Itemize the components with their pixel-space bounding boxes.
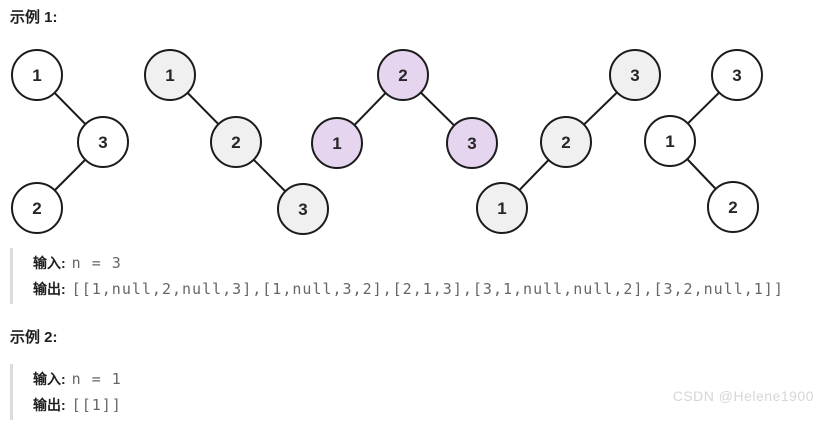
tree-node [644,115,696,167]
input-value: n = 1 [71,370,122,388]
tree-1-null-3-2: 1 2 3 [144,49,329,235]
input-value: n = 3 [71,254,122,272]
tree-node-label: 1 [165,66,174,85]
tree-1-null-2-null-3: 1 3 2 [11,49,129,234]
csdn-watermark: CSDN @Helene1900 [672,388,814,404]
input-label: 输入: [33,371,66,387]
output-value: [[1,null,2,null,3],[1,null,3,2],[2,1,3],… [71,280,784,298]
tree-2-1-3: 2 1 3 [311,49,498,169]
tree-3-1-null-null-2: 3 2 1 [476,49,661,234]
example1-heading: 示例 1: [10,9,58,26]
input-line: 输入: n = 3 [33,250,784,276]
tree-node-label: 2 [561,133,570,152]
output-line: 输出: [[1]] [33,392,122,418]
example1-io-block: 输入: n = 3 输出: [[1,null,2,null,3],[1,null,3… [10,248,784,304]
tree-node [707,181,759,233]
tree-3-2-null-1: 3 1 2 [644,49,763,233]
tree-node-label: 2 [231,133,240,152]
tree-node-label: 2 [32,199,41,218]
tree-node-label: 1 [32,66,41,85]
tree-node [540,116,592,168]
tree-node-label: 2 [728,198,737,217]
tree-node [609,49,661,101]
tree-node [446,117,498,169]
output-line: 输出: [[1,null,2,null,3],[1,null,3,2],[2,1,… [33,276,784,302]
tree-node-label: 3 [630,66,639,85]
tree-node [311,117,363,169]
tree-node [711,49,763,101]
example2-io-block: 输入: n = 1 输出: [[1]] [10,364,122,420]
tree-node-label: 3 [732,66,741,85]
tree-node [11,182,63,234]
input-label: 输入: [33,255,66,271]
tree-node-label: 1 [665,132,674,151]
input-line: 输入: n = 1 [33,366,122,392]
tree-node [77,116,129,168]
output-value: [[1]] [71,396,122,414]
tree-node-label: 1 [332,134,341,153]
tree-node [277,183,329,235]
tree-node [11,49,63,101]
tree-node [476,182,528,234]
tree-node-label: 3 [467,134,476,153]
tree-node-label: 2 [398,66,407,85]
example2-heading: 示例 2: [10,329,58,346]
output-label: 输出: [33,397,66,413]
tree-node-label: 1 [497,199,506,218]
tree-node [377,49,429,101]
output-label: 输出: [33,281,66,297]
tree-node-label: 3 [98,133,107,152]
tree-node [144,49,196,101]
tree-node [210,116,262,168]
tree-node-label: 3 [298,200,307,219]
